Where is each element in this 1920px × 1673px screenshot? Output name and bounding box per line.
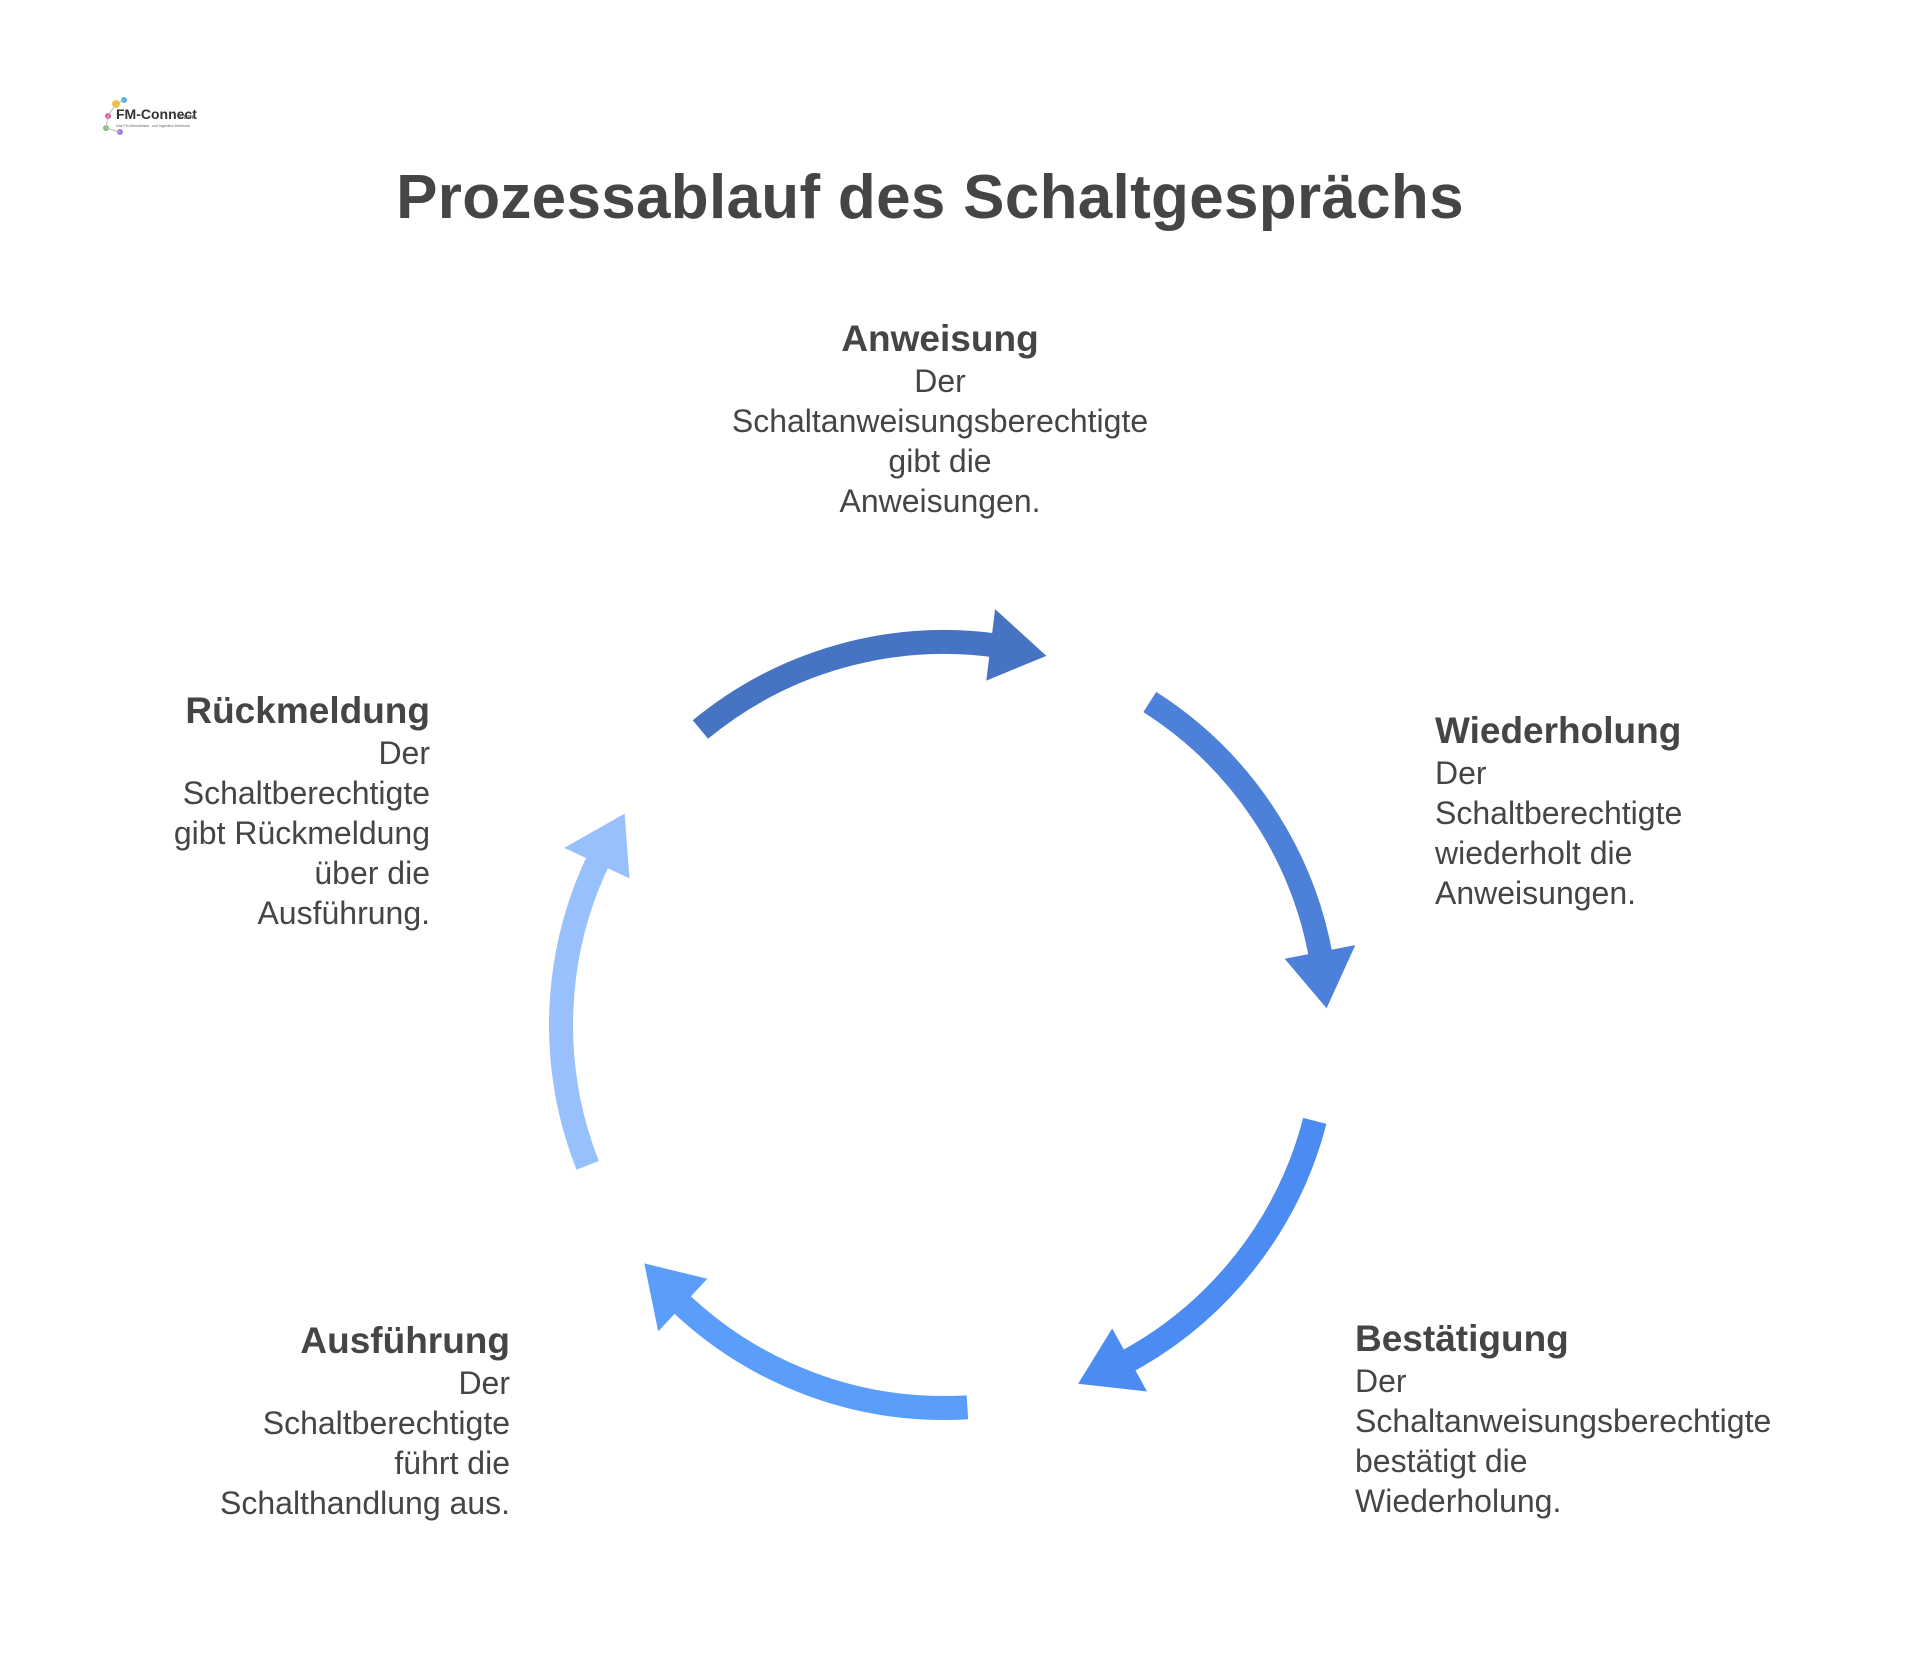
step-title-wiederholung: Wiederholung [1435,710,1682,751]
arrowhead-wiederholung [1284,945,1356,1009]
step-title-anweisung: Anweisung [841,318,1039,359]
logo-tagline: Das FM-Dienstleister- und Ingenieur-Netz… [116,124,190,128]
arrow-arc-anweisung [692,630,999,739]
arrow-arc-rueckmeldung [549,851,611,1170]
page-title: Prozessablauf des Schaltgesprächs [396,163,1464,232]
step-text-ausfuehrung: Der Schaltberechtigte führt die Schaltha… [220,1365,510,1521]
step-ausfuehrung: Ausführung Der Schaltberechtigte führt d… [100,1319,510,1523]
step-rueckmeldung: Rückmeldung Der Schaltberechtigte gibt R… [60,689,430,933]
step-text-wiederholung: Der Schaltberechtigte wiederholt die Anw… [1435,755,1683,911]
step-text-bestaetigung: Der Schaltanweisungsberechtigte bestätig… [1355,1363,1772,1519]
step-anweisung: Anweisung Der Schaltanweisungsberechtigt… [690,317,1190,521]
arrow-arc-ausfuehrung [669,1291,969,1420]
arrowhead-ausfuehrung [644,1263,708,1332]
logo-suffix: .com [178,114,193,121]
step-title-rueckmeldung: Rückmeldung [185,690,430,731]
step-title-ausfuehrung: Ausführung [300,1320,510,1361]
logo-name: FM-Connect [116,106,197,122]
fm-connect-logo: FM-Connect .com Das FM-Dienstleister- un… [98,94,198,138]
cycle-arrows [549,609,1356,1420]
step-title-bestaetigung: Bestätigung [1355,1318,1569,1359]
step-text-anweisung: Der Schaltanweisungsberechtigte gibt die… [731,363,1149,519]
step-bestaetigung: Bestätigung Der Schaltanweisungsberechti… [1355,1317,1875,1521]
arrowhead-rueckmeldung [564,813,630,879]
step-text-rueckmeldung: Der Schaltberechtigte gibt Rückmeldung ü… [173,735,430,931]
step-wiederholung: Wiederholung Der Schaltberechtigte wiede… [1435,709,1855,913]
arrow-arc-wiederholung [1143,691,1334,961]
arrowhead-anweisung [986,609,1047,681]
arrowhead-bestaetigung [1078,1328,1148,1392]
arrow-arc-bestaetigung [1118,1117,1327,1374]
logo-graphic: FM-Connect .com Das FM-Dienstleister- un… [103,97,197,135]
